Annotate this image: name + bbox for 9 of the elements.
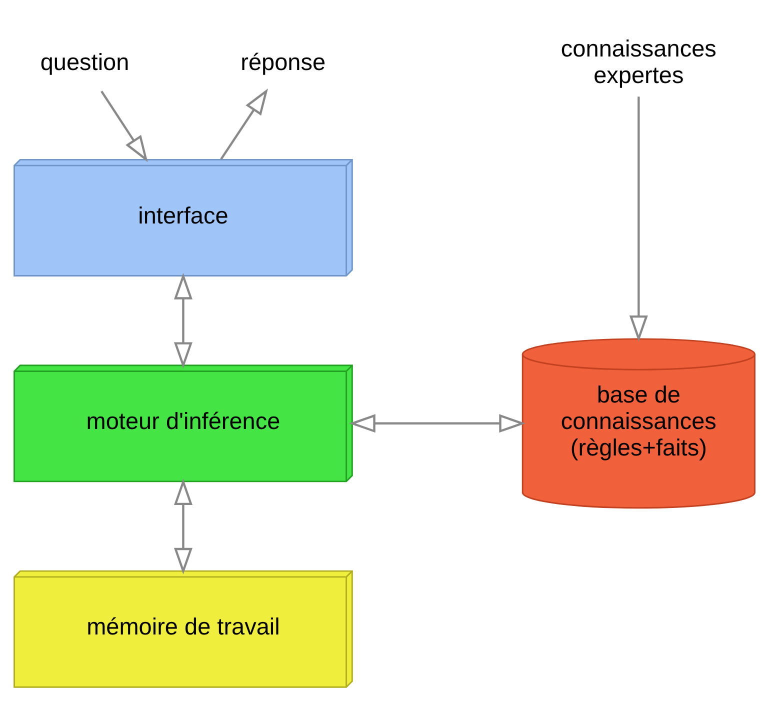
arrow	[100, 90, 148, 162]
arrow	[348, 414, 526, 432]
node-text: réponse	[240, 48, 326, 74]
arrow	[629, 96, 648, 342]
arrow	[174, 272, 192, 368]
arrow	[174, 478, 192, 574]
arrow	[220, 88, 268, 160]
node-text: connaissances expertes	[560, 35, 716, 88]
node-text: question	[40, 48, 130, 74]
